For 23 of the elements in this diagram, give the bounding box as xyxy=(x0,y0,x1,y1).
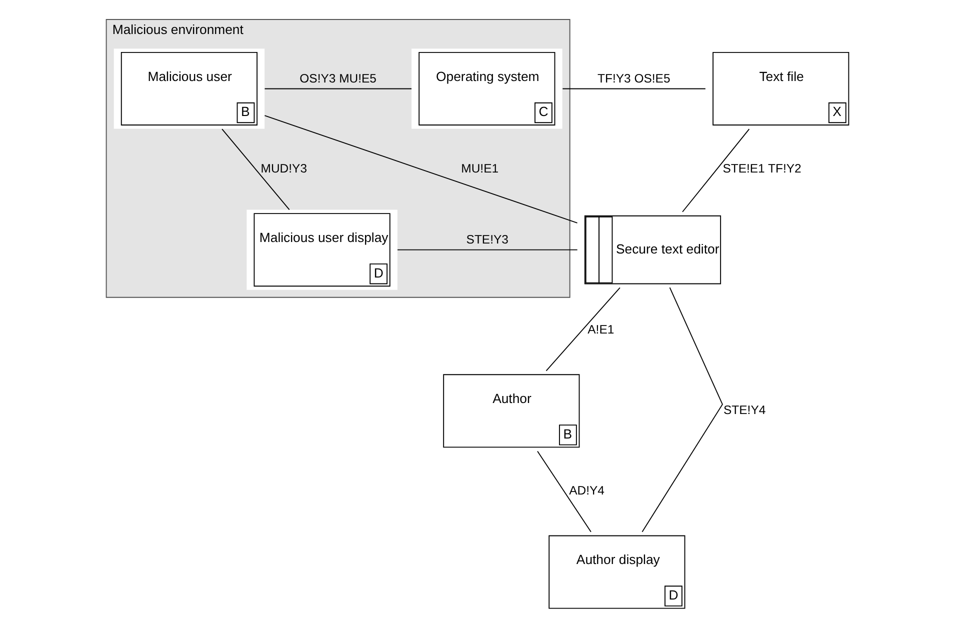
node-box: Malicious user B xyxy=(113,48,264,129)
edge-label: AD!Y4 xyxy=(568,484,604,498)
connector xyxy=(536,450,591,532)
connector xyxy=(264,88,412,90)
connector xyxy=(682,128,750,212)
edge-label: STE!E1 TF!Y2 xyxy=(722,161,801,176)
connector xyxy=(221,128,290,210)
node-box: Operating system C xyxy=(411,48,562,129)
node-box: Malicious user display D xyxy=(246,210,397,290)
edge-label: MUD!Y3 xyxy=(260,161,307,176)
connector xyxy=(264,115,578,224)
connector xyxy=(545,287,620,372)
node-box: Author display D xyxy=(548,535,685,609)
edge-label: MU!E1 xyxy=(460,161,498,176)
edge-label: OS!Y3 MU!E5 xyxy=(299,72,376,86)
connector xyxy=(396,249,578,250)
edge-label: A!E1 xyxy=(587,322,614,337)
edge-label: TF!Y3 OS!E5 xyxy=(597,72,670,86)
connector xyxy=(641,287,722,532)
edge-label: STE!Y4 xyxy=(723,403,766,418)
edge-label: STE!Y3 xyxy=(466,232,508,247)
node-box: Author B xyxy=(442,374,580,448)
connector xyxy=(562,88,706,90)
